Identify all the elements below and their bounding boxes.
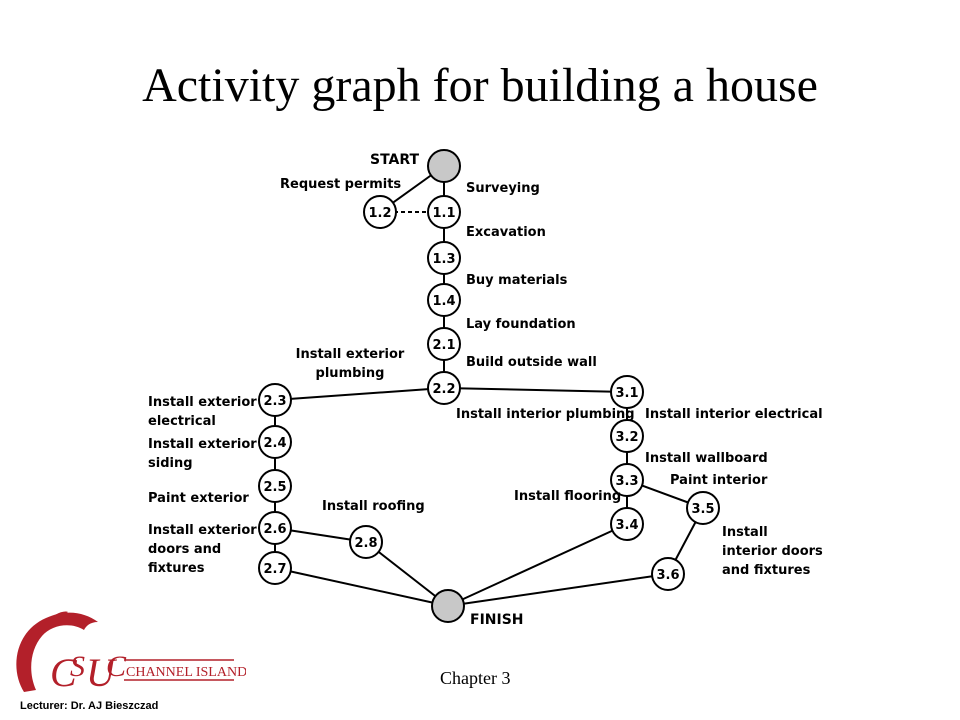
node-label: 3.1 bbox=[615, 386, 638, 401]
label-install-roofing: Install roofing bbox=[322, 499, 425, 514]
edge-3-4-to-finish bbox=[447, 523, 628, 607]
svg-text:C: C bbox=[50, 650, 78, 695]
node-circle bbox=[427, 283, 461, 317]
node-label: 2.5 bbox=[263, 480, 286, 495]
svg-text:U: U bbox=[86, 650, 118, 695]
node-label: 2.3 bbox=[263, 394, 286, 409]
footer-chapter: Chapter 3 bbox=[440, 668, 511, 688]
labels-layer: START FINISH Request permits SurveyingExcav… bbox=[148, 152, 823, 628]
label-lay-foundation: Lay foundation bbox=[466, 317, 576, 332]
edge-2-2-to-2-3 bbox=[274, 387, 445, 401]
node-label: 2.4 bbox=[263, 436, 286, 451]
label-install-interior-electrical: Install interior electrical bbox=[645, 407, 823, 422]
label-excavation: Excavation bbox=[466, 225, 546, 240]
node-label: 3.2 bbox=[615, 430, 638, 445]
node-circle bbox=[427, 327, 461, 361]
node-circle bbox=[258, 425, 292, 459]
label-start: START bbox=[370, 152, 420, 168]
svg-text:S: S bbox=[70, 650, 85, 683]
node-label: 1.3 bbox=[432, 252, 455, 267]
node-circle bbox=[686, 491, 720, 525]
csuci-logo: C S U C CHANNEL ISLANDS bbox=[16, 611, 246, 695]
node-label: 2.6 bbox=[263, 522, 286, 537]
node-label: 1.4 bbox=[432, 294, 455, 309]
node-circle bbox=[258, 551, 292, 585]
node-label: 3.6 bbox=[656, 568, 679, 583]
node-label: 2.7 bbox=[263, 562, 286, 577]
node-label: 2.2 bbox=[432, 382, 455, 397]
node-1-3: 1.3 bbox=[427, 241, 461, 275]
node-circle bbox=[258, 469, 292, 503]
terminal-circle bbox=[431, 589, 465, 623]
label-install-flooring: Install flooring bbox=[514, 489, 621, 504]
node-label: 3.4 bbox=[615, 518, 638, 533]
edge-3-6-to-finish bbox=[447, 573, 669, 607]
nodes-layer: 1.1 1.2 1.3 1.4 2.1 2.2 2.3 2.4 2.5 2.6 2.7 2.8 3.1 3… bbox=[258, 149, 720, 623]
label-surveying: Surveying bbox=[466, 181, 540, 196]
node-circle bbox=[610, 463, 644, 497]
label-buy-materials: Buy materials bbox=[466, 273, 568, 288]
node-circle bbox=[258, 511, 292, 545]
node-circle bbox=[258, 383, 292, 417]
node-1-4: 1.4 bbox=[427, 283, 461, 317]
node-label: 1.2 bbox=[368, 206, 391, 221]
label-paint-interior: Paint interior bbox=[670, 473, 768, 488]
label-finish: FINISH bbox=[470, 612, 524, 628]
node-label: 3.3 bbox=[615, 474, 638, 489]
node-start bbox=[427, 149, 461, 183]
footer-lecturer: Lecturer: Dr. AJ Bieszczad bbox=[20, 700, 159, 712]
svg-text:C: C bbox=[106, 650, 127, 683]
node-label: 1.1 bbox=[432, 206, 455, 221]
node-3-6: 3.6 bbox=[651, 557, 685, 591]
logo-text: CHANNEL ISLANDS bbox=[126, 665, 246, 680]
edge-2-7-to-finish bbox=[274, 567, 449, 607]
node-1-2: 1.2 bbox=[363, 195, 397, 229]
node-3-5: 3.5 bbox=[686, 491, 720, 525]
node-2-8: 2.8 bbox=[349, 525, 383, 559]
edge-2-2-to-3-1 bbox=[443, 387, 628, 393]
node-label: 2.8 bbox=[354, 536, 377, 551]
label-install-wallboard: Install wallboard bbox=[645, 451, 768, 466]
terminal-circle bbox=[427, 149, 461, 183]
node-finish bbox=[431, 589, 465, 623]
node-label: 2.1 bbox=[432, 338, 455, 353]
label-install-interior-plumbing: Install interior plumbing bbox=[456, 407, 635, 422]
node-circle bbox=[610, 507, 644, 541]
node-3-1: 3.1 bbox=[610, 375, 644, 409]
node-2-5: 2.5 bbox=[258, 469, 292, 503]
node-circle bbox=[349, 525, 383, 559]
node-circle bbox=[427, 195, 461, 229]
node-3-4: 3.4 bbox=[610, 507, 644, 541]
label-paint-exterior: Paint exterior bbox=[148, 491, 249, 506]
node-2-3: 2.3 bbox=[258, 383, 292, 417]
label-build-outside-wall: Build outside wall bbox=[466, 355, 597, 370]
node-2-1: 2.1 bbox=[427, 327, 461, 361]
node-circle bbox=[651, 557, 685, 591]
node-2-4: 2.4 bbox=[258, 425, 292, 459]
node-circle bbox=[427, 241, 461, 275]
node-circle bbox=[610, 375, 644, 409]
node-circle bbox=[427, 371, 461, 405]
node-circle bbox=[610, 419, 644, 453]
slide-title: Activity graph for building a house bbox=[142, 59, 818, 112]
node-label: 3.5 bbox=[691, 502, 714, 517]
node-3-2: 3.2 bbox=[610, 419, 644, 453]
node-2-6: 2.6 bbox=[258, 511, 292, 545]
dolphin-icon bbox=[16, 612, 98, 692]
node-2-7: 2.7 bbox=[258, 551, 292, 585]
node-1-1: 1.1 bbox=[427, 195, 461, 229]
label-request-permits: Request permits bbox=[280, 177, 401, 192]
node-3-3: 3.3 bbox=[610, 463, 644, 497]
node-circle bbox=[363, 195, 397, 229]
edge-2-8-to-finish bbox=[365, 541, 449, 607]
node-2-2: 2.2 bbox=[427, 371, 461, 405]
